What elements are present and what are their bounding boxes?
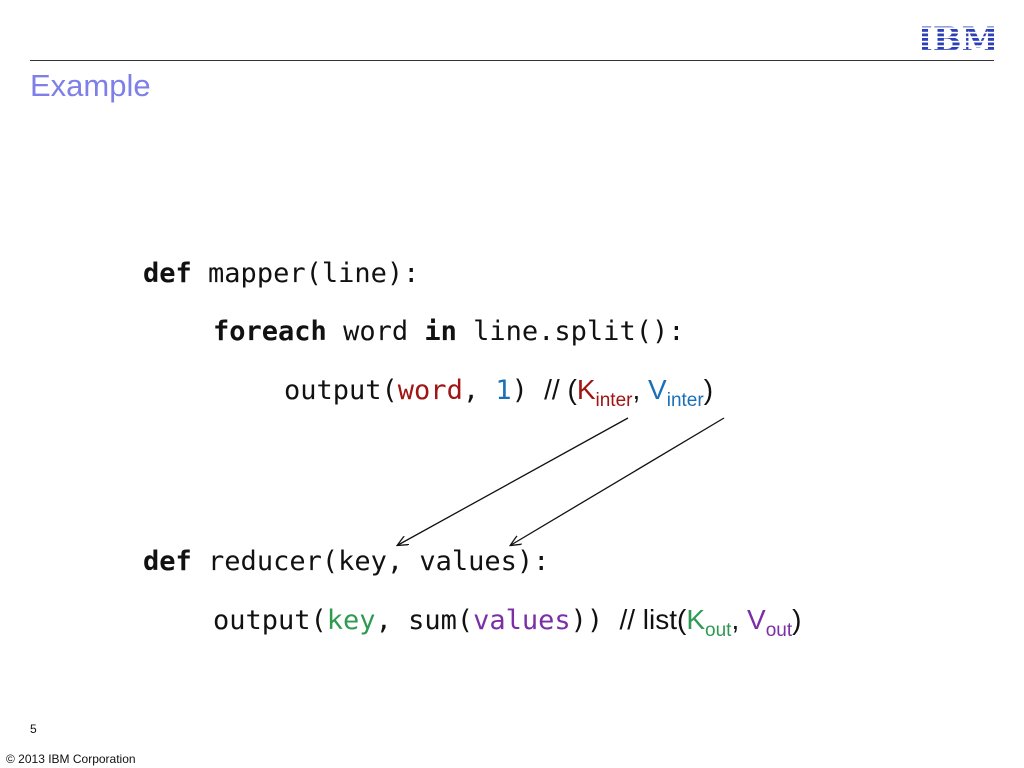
slide-title: Example [30,68,151,103]
mapper-signature: mapper(line): [208,258,420,289]
reducer-signature: reducer(key, values): [208,546,550,577]
code-line-mapper-def: def mapper(line): [143,257,419,291]
copyright-text: © 2013 IBM Corporation [6,752,136,766]
ibm-logo-text: IBM [922,20,994,56]
v-out: Vout [747,604,793,641]
keyword-def-reducer: def [143,546,192,577]
code-line-reducer-def: def reducer(key, values): [143,545,549,579]
code-line-foreach: foreach word in line.split(): [213,315,684,349]
keyword-in: in [424,316,457,347]
mapper-comment: // (Kinter, Vinter) [544,374,714,411]
reducer-comment: // list(Kout, Vout) [619,604,802,641]
arrow-key [398,417,629,545]
reducer-values-arg: values [473,605,571,636]
k-out: Kout [686,604,732,641]
code-line-reducer-output: output(key, sum(values)) // list(Kout, V… [213,604,802,641]
output-word-arg: word [397,375,463,406]
reducer-output-call: output( [213,605,327,636]
page-number: 5 [30,722,37,736]
k-inter: Kinter [576,374,633,411]
code-line-mapper-output: output(word, 1) // (Kinter, Vinter) [284,374,714,411]
v-inter: Vinter [648,374,704,411]
reducer-key-arg: key [326,605,376,636]
loop-variable: word [343,316,409,347]
loop-expression: line.split(): [473,316,685,347]
header-divider [30,60,994,61]
arrow-values [511,417,725,545]
keyword-def: def [143,258,192,289]
keyword-foreach: foreach [213,316,327,347]
ibm-logo: IBM [922,20,994,56]
output-one-arg: 1 [495,375,512,406]
output-call: output( [284,375,398,406]
